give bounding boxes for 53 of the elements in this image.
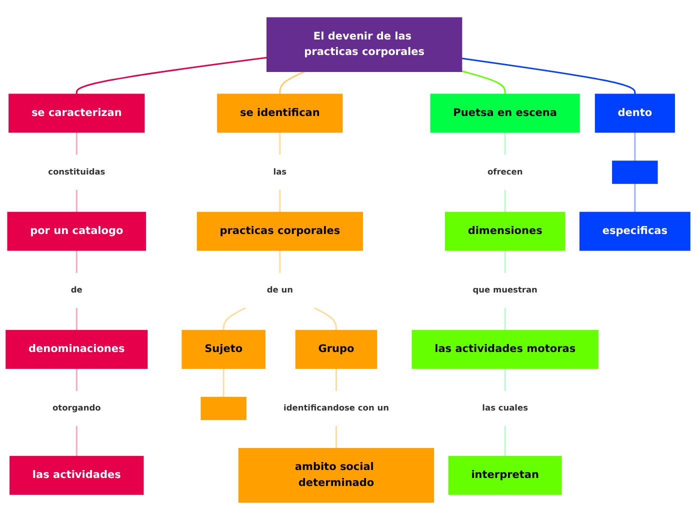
connector: [279, 70, 306, 94]
node-box: las actividades: [10, 456, 144, 495]
connector: [504, 368, 506, 392]
connector: [279, 250, 281, 273]
node-box: practicas corporales: [196, 212, 363, 251]
node-box: El devenir de las practicas corporales: [266, 17, 462, 72]
node-box: por un catalogo: [7, 212, 146, 251]
connector: [504, 190, 506, 212]
connector: [76, 56, 267, 94]
node-box: Sujeto: [182, 330, 266, 369]
connector: [314, 307, 337, 330]
connector: [76, 132, 78, 155]
node-box: se caracterizan: [8, 94, 145, 133]
node-text: ofrecen: [487, 166, 523, 177]
node-text: de: [70, 284, 82, 295]
node-box: especificas: [579, 212, 690, 251]
connector: [336, 368, 337, 392]
node-box: Puetsa en escena: [430, 94, 580, 133]
connector: [279, 132, 281, 155]
connector: [76, 426, 78, 456]
node-bar: [612, 160, 658, 184]
node-box: dento: [594, 94, 675, 133]
node-text: otorgando: [52, 403, 101, 413]
node-text: de un: [266, 284, 293, 295]
connector: [76, 368, 78, 392]
connector: [504, 308, 506, 330]
connector: [504, 426, 506, 456]
node-text: constituidas: [48, 166, 106, 177]
connector: [222, 307, 246, 330]
node-bar: [200, 396, 246, 420]
connector: [634, 184, 636, 212]
connector: [504, 250, 506, 273]
connector: [76, 308, 78, 330]
node-text: las: [273, 166, 287, 177]
connector: [504, 132, 506, 155]
node-text: las cuales: [482, 403, 528, 413]
node-box: se identifican: [217, 94, 343, 133]
connector: [634, 132, 636, 162]
node-box: las actividades motoras: [412, 330, 598, 369]
node-text: que muestran: [472, 284, 538, 295]
connector: [279, 190, 281, 212]
connector: [462, 70, 506, 94]
node-box: interpretan: [448, 456, 562, 495]
connector: [222, 368, 224, 398]
node-box: Grupo: [295, 330, 378, 369]
node-box: denominaciones: [6, 330, 148, 369]
connector: [76, 250, 78, 273]
connector: [462, 58, 636, 94]
node-box: dimensiones: [444, 212, 566, 251]
connector: [336, 426, 337, 448]
node-text: identificandose con un: [284, 403, 389, 413]
node-box: ambito social determinado: [238, 448, 434, 503]
connector: [76, 190, 78, 212]
